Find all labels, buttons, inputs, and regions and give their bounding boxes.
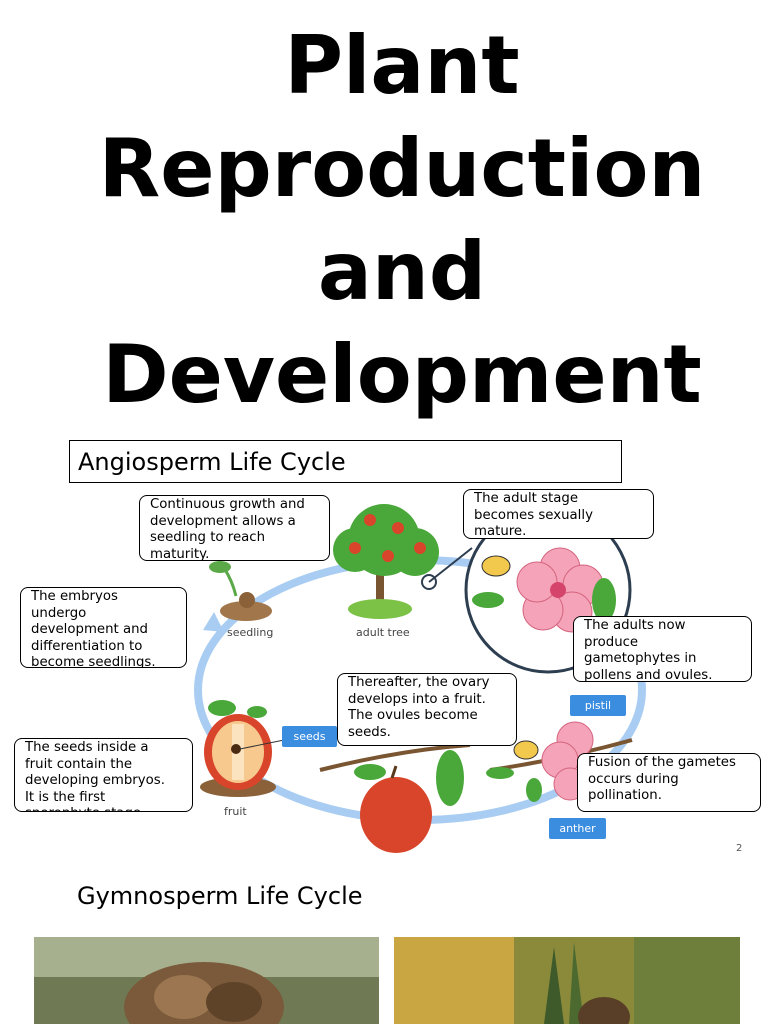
seeds-tag: seeds xyxy=(282,726,337,747)
angiosperm-life-cycle-diagram xyxy=(194,504,646,853)
callout-ovary: Thereafter, the ovary develops into a fr… xyxy=(337,673,517,746)
adult-tree-icon xyxy=(333,504,439,619)
pine-cone-photo xyxy=(34,937,379,1024)
page-title: Plant Reproduction and Development xyxy=(98,19,706,421)
apple-icon xyxy=(319,743,471,853)
seedling-icon xyxy=(209,561,272,621)
pine-shoot-photo xyxy=(394,937,740,1024)
cycle-arrow-head xyxy=(203,612,224,632)
callout-adult-stage: The adult stage becomes sexually mature. xyxy=(463,489,654,539)
callout-gametophytes: The adults now produce gametophytes in p… xyxy=(573,616,752,682)
anther-tag: anther xyxy=(549,818,606,839)
callout-embryos: The embryos undergo development and diff… xyxy=(20,587,187,668)
callout-fusion: Fusion of the gametes occurs during poll… xyxy=(577,753,761,812)
adult-tree-label: adult tree xyxy=(356,626,410,639)
callout-growth: Continuous growth and development allows… xyxy=(139,495,330,561)
seedling-label: seedling xyxy=(227,626,274,639)
fruit-label: fruit xyxy=(224,805,247,818)
angiosperm-heading: Angiosperm Life Cycle xyxy=(69,440,622,483)
cut-fruit-icon xyxy=(200,700,285,797)
pistil-tag: pistil xyxy=(570,695,626,716)
page-number: 2 xyxy=(736,843,743,854)
gymnosperm-heading: Gymnosperm Life Cycle xyxy=(77,882,363,910)
callout-seeds-inside: The seeds inside a fruit contain the dev… xyxy=(14,738,193,812)
